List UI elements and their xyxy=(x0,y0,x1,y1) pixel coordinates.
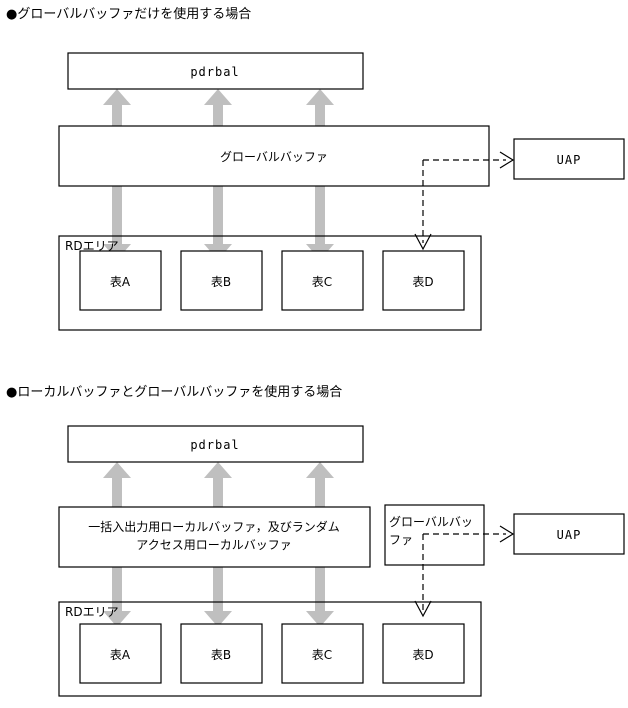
table-label-c-section-1: 表C xyxy=(312,275,332,289)
global-buffer-label-line2: ファ xyxy=(389,533,413,547)
rd-area-label-section-2: RDエリア xyxy=(65,605,119,619)
table-box-d-section-1 xyxy=(382,250,465,311)
table-label-a-section-2: 表A xyxy=(110,648,131,662)
table-label-c-section-2: 表C xyxy=(312,648,332,662)
rd-area-label-section-1: RDエリア xyxy=(65,239,119,253)
table-box-b-section-1 xyxy=(180,250,263,311)
section-global-buffer-only: ●グローバルバッファだけを使用する場合 pdrbal グローバルバッファ RDエ… xyxy=(6,6,625,331)
global-buffer-box-section-1: グローバルバッファ xyxy=(58,125,490,187)
rd-area-section-2: RDエリア 表A 表B 表C 表D xyxy=(58,601,482,697)
local-buffer-box-section-2: 一括入出力用ローカルバッファ，及びランダム アクセス用ローカルバッファ xyxy=(58,506,371,568)
section-2-heading: ●ローカルバッファとグローバルバッファを使用する場合 xyxy=(6,384,342,400)
section-1-heading: ●グローバルバッファだけを使用する場合 xyxy=(6,6,251,22)
table-label-d-section-1: 表D xyxy=(412,275,433,289)
table-label-a-section-1: 表A xyxy=(110,275,131,289)
global-buffer-label-line1: グローバルバッ xyxy=(389,515,473,529)
dashed-connector-section-1 xyxy=(414,151,515,251)
section-local-and-global-buffer: ●ローカルバッファとグローバルバッファを使用する場合 pdrbal 一括入出力用… xyxy=(6,384,625,697)
table-box-b-section-2 xyxy=(180,623,263,684)
table-box-a-section-2 xyxy=(79,623,162,684)
table-label-d-section-2: 表D xyxy=(412,648,433,662)
pdrbal-label-section-1: pdrbal xyxy=(190,65,239,79)
pdrbal-box-section-1: pdrbal xyxy=(67,52,364,90)
table-label-b-section-1: 表B xyxy=(211,275,231,289)
table-label-b-section-2: 表B xyxy=(211,648,231,662)
table-box-c-section-1 xyxy=(281,250,364,311)
table-box-d-section-2 xyxy=(382,623,465,684)
uap-label-section-2: UAP xyxy=(557,528,582,542)
local-buffer-label-line2: アクセス用ローカルバッファ xyxy=(136,538,291,552)
uap-label-section-1: UAP xyxy=(557,153,582,167)
table-box-c-section-2 xyxy=(281,623,364,684)
rd-area-section-1: RDエリア 表A 表B 表C 表D xyxy=(58,235,482,331)
pdrbal-box-section-2: pdrbal xyxy=(67,425,364,463)
uap-box-section-2: UAP xyxy=(513,513,625,555)
uap-box-section-1: UAP xyxy=(513,138,625,180)
local-buffer-label-line1: 一括入出力用ローカルバッファ，及びランダム xyxy=(88,519,339,534)
global-buffer-box-section-2: グローバルバッ ファ xyxy=(384,504,485,566)
pdrbal-label-section-2: pdrbal xyxy=(190,438,239,452)
dashed-connector-section-2 xyxy=(414,525,515,618)
table-box-a-section-1 xyxy=(79,250,162,311)
global-buffer-label-section-1: グローバルバッファ xyxy=(220,150,328,164)
